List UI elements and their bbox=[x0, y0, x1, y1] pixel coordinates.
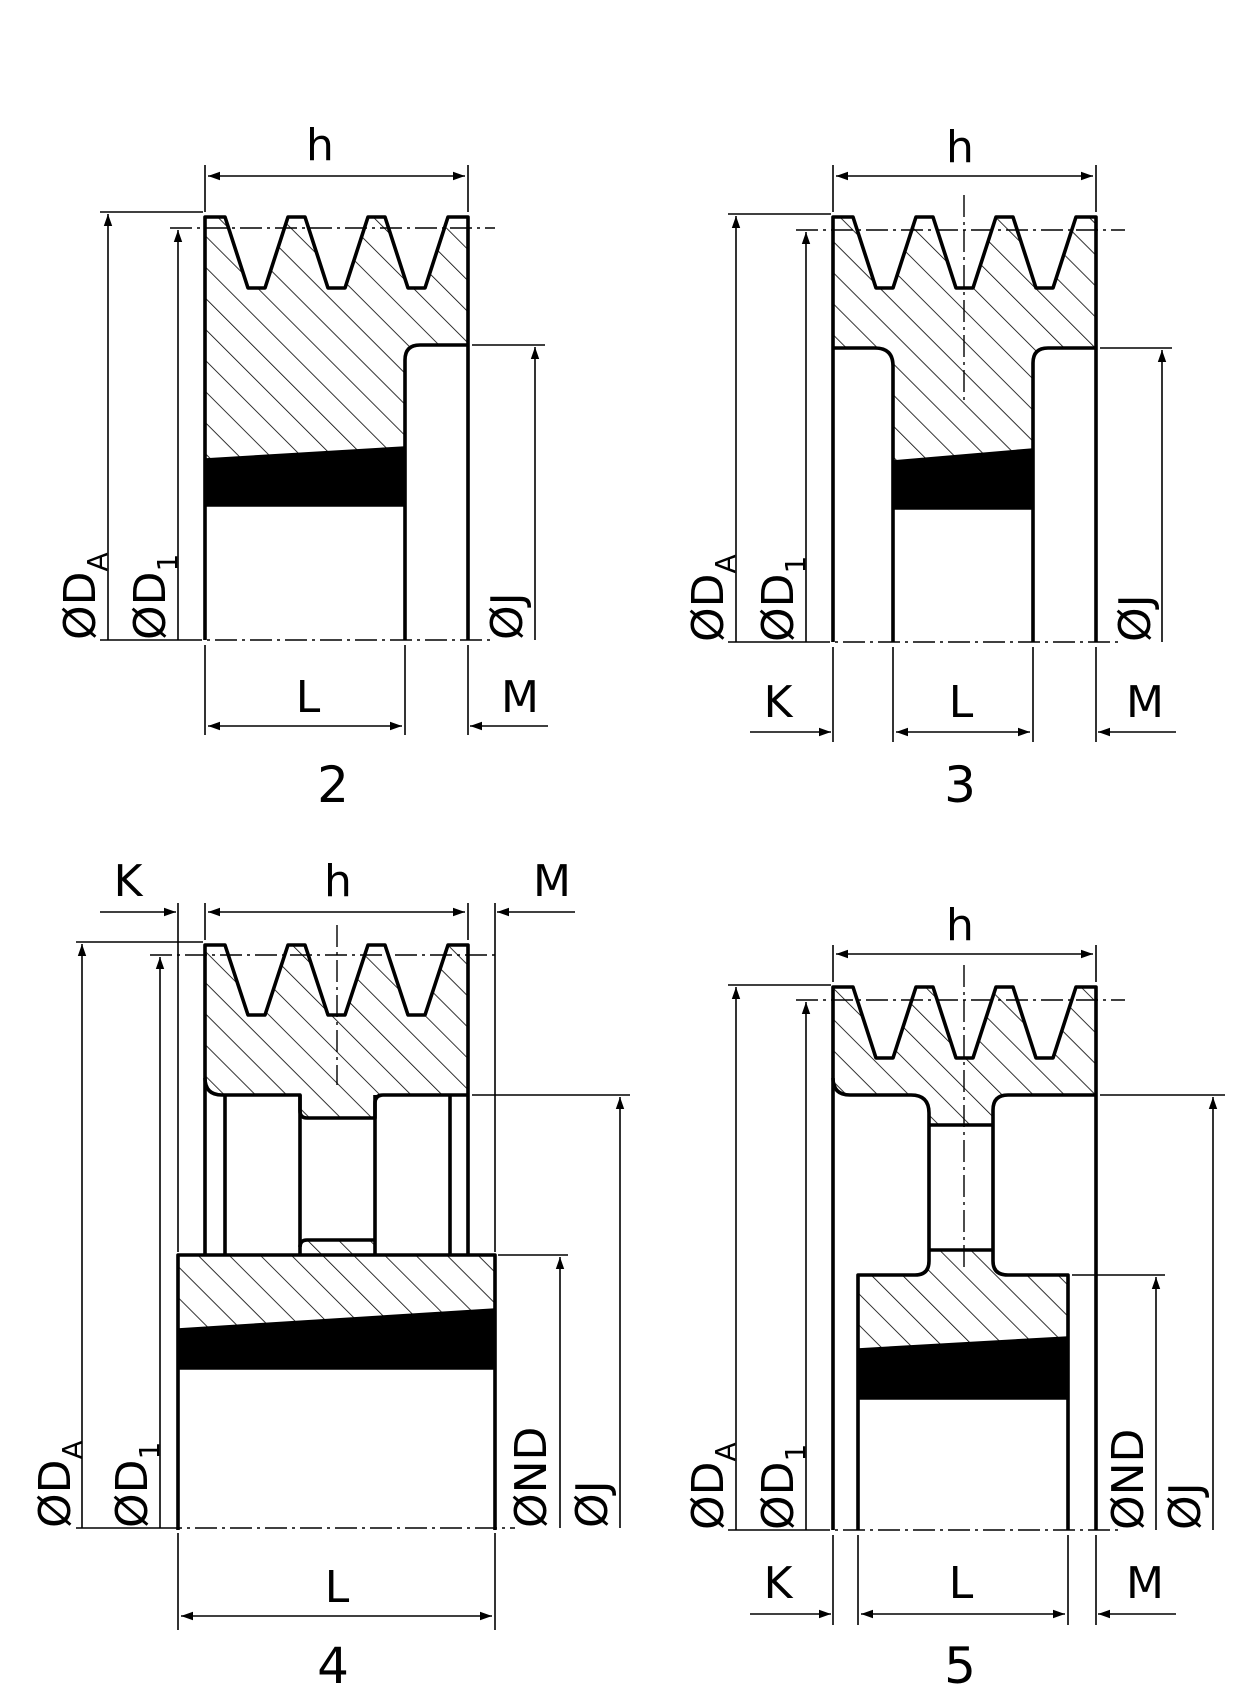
fig3-label-diameter-DA: ØDA bbox=[683, 554, 742, 642]
figure-4-pulley: K h M L ØDA ØD1 ØND ØJ 4 bbox=[30, 856, 630, 1693]
fig2-label-M: M bbox=[501, 672, 539, 723]
fig5-taper-bush bbox=[858, 1338, 1068, 1398]
fig2-label-L: L bbox=[296, 672, 321, 723]
fig3-label-L: L bbox=[949, 677, 974, 728]
svg-text:ØD1: ØD1 bbox=[125, 554, 184, 640]
fig2-label-diameter-DA: ØDA bbox=[55, 552, 114, 640]
fig4-taper-bush bbox=[178, 1310, 495, 1368]
fig3-taper-bush bbox=[893, 450, 1033, 508]
fig5-label-M: M bbox=[1126, 1558, 1164, 1609]
fig4-hub-section bbox=[178, 1240, 495, 1330]
fig4-label-diameter-DA: ØDA bbox=[30, 1440, 89, 1528]
fig5-hub-section bbox=[858, 1250, 1068, 1350]
svg-text:ØND: ØND bbox=[1103, 1429, 1154, 1530]
fig5-label-L: L bbox=[949, 1558, 974, 1609]
svg-text:ØDA: ØDA bbox=[30, 1440, 89, 1528]
fig5-label-diameter-DA: ØDA bbox=[683, 1442, 742, 1530]
fig5-label-h: h bbox=[946, 900, 974, 951]
fig4-label-diameter-D1: ØD1 bbox=[107, 1442, 166, 1528]
svg-text:ØDA: ØDA bbox=[683, 1442, 742, 1530]
fig2-label-diameter-D1: ØD1 bbox=[125, 554, 184, 640]
svg-text:ØDA: ØDA bbox=[55, 552, 114, 640]
fig4-label-M: M bbox=[533, 856, 571, 907]
fig4-label-h: h bbox=[324, 856, 352, 907]
figure-5-pulley: h K L M ØDA ØD1 ØND ØJ 5 bbox=[683, 900, 1225, 1693]
fig3-label-M: M bbox=[1126, 677, 1164, 728]
svg-text:ØJ: ØJ bbox=[1110, 594, 1161, 642]
svg-text:ØD1: ØD1 bbox=[753, 1444, 812, 1530]
fig5-label-diameter-D1: ØD1 bbox=[753, 1444, 812, 1530]
fig2-taper-bush bbox=[205, 448, 405, 505]
fig4-label-L: L bbox=[325, 1562, 350, 1613]
fig3-label-diameter-J: ØJ bbox=[1110, 594, 1161, 642]
fig4-label-diameter-J: ØJ bbox=[567, 1480, 618, 1528]
svg-text:ØJ: ØJ bbox=[482, 592, 533, 640]
fig2-rim-section bbox=[205, 217, 468, 460]
fig4-label-K: K bbox=[114, 856, 144, 907]
fig3-number: 3 bbox=[944, 756, 976, 814]
svg-text:ØD1: ØD1 bbox=[753, 556, 812, 642]
fig5-label-diameter-J: ØJ bbox=[1160, 1482, 1211, 1530]
fig5-label-K: K bbox=[764, 1558, 794, 1609]
figure-2-pulley: h L M ØDA ØD1 ØJ 2 bbox=[55, 120, 548, 814]
fig2-number: 2 bbox=[317, 756, 349, 814]
fig3-label-diameter-D1: ØD1 bbox=[753, 556, 812, 642]
svg-text:ØDA: ØDA bbox=[683, 554, 742, 642]
fig4-number: 4 bbox=[317, 1637, 349, 1693]
fig2-label-diameter-J: ØJ bbox=[482, 592, 533, 640]
svg-text:ØJ: ØJ bbox=[1160, 1482, 1211, 1530]
fig5-number: 5 bbox=[944, 1637, 976, 1693]
svg-text:ØJ: ØJ bbox=[567, 1480, 618, 1528]
svg-text:ØND: ØND bbox=[506, 1427, 557, 1528]
fig5-rim-section bbox=[833, 987, 1096, 1125]
figure-3-pulley: h K L M ØDA ØD1 ØJ 3 bbox=[683, 122, 1176, 814]
fig3-label-h: h bbox=[946, 122, 974, 173]
fig5-label-diameter-ND: ØND bbox=[1103, 1429, 1154, 1530]
svg-text:ØD1: ØD1 bbox=[107, 1442, 166, 1528]
fig3-label-K: K bbox=[764, 677, 794, 728]
fig4-label-diameter-ND: ØND bbox=[506, 1427, 557, 1528]
fig2-label-h: h bbox=[306, 120, 334, 171]
